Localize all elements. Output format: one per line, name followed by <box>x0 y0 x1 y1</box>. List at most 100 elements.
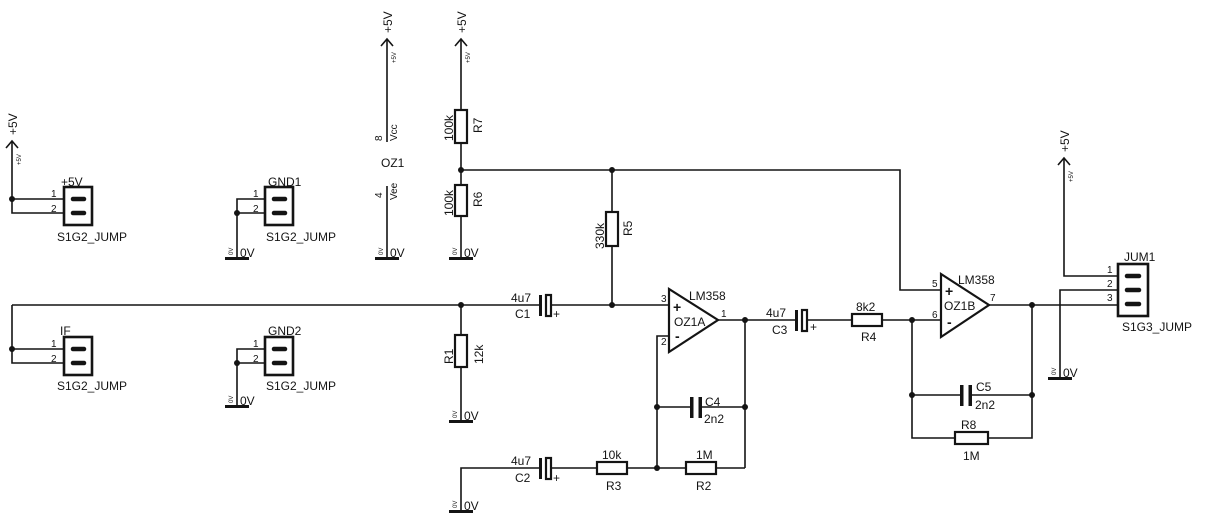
resistor-value: 12k <box>472 344 486 364</box>
junction-dot <box>909 317 915 323</box>
vcc-symbol: +5V +5V <box>380 11 398 63</box>
connector-name: +5V <box>61 175 83 189</box>
vcc-label: +5V <box>1058 130 1072 152</box>
resistor-name: R8 <box>961 418 977 432</box>
ground-label: 0V <box>464 409 479 423</box>
connector-body <box>263 335 295 377</box>
wire-gnd2-connector <box>236 348 265 405</box>
pin-number: 2 <box>253 204 259 215</box>
capacitor-value: 4u7 <box>766 306 786 320</box>
resistor-value: 100k <box>442 189 456 216</box>
connector-if: IF S1G2_JUMP 1 2 <box>51 324 127 393</box>
ground-symbol: 0V 0V <box>375 246 405 260</box>
capacitor-plate <box>795 310 798 331</box>
junction-dot <box>458 167 464 173</box>
capacitor-plate <box>960 385 964 406</box>
resistor-r8: R8 1M <box>953 418 990 463</box>
wire-c2-r3 <box>460 467 657 510</box>
resistor-r5: 330k R5 <box>593 210 635 249</box>
capacitor-name: C3 <box>772 323 788 337</box>
supply-part-name: OZ1 <box>381 156 405 170</box>
polarity-plus: + <box>553 307 560 321</box>
vcc-arrow <box>5 139 19 149</box>
junction-dot <box>742 404 748 410</box>
ground-symbol: 0V 0V <box>225 246 255 260</box>
pin-number: 2 <box>661 337 667 348</box>
ground-symbol: 0V 0V <box>449 246 479 260</box>
junction-dot <box>609 167 615 173</box>
capacitor-value: 4u7 <box>511 454 531 468</box>
ground-tag: 0V <box>229 396 235 403</box>
ground-bar <box>449 510 473 513</box>
ground-bar <box>225 257 249 260</box>
capacitor-c4: C4 2n2 <box>690 395 724 426</box>
capacitor-value: 2n2 <box>704 412 724 426</box>
resistor-r3: 10k R3 <box>595 448 629 493</box>
capacitor-name: C5 <box>976 380 992 394</box>
capacitor-c3: 4u7 C3 + <box>766 306 817 337</box>
ground-tag: 0V <box>229 248 235 255</box>
pin-number: 7 <box>990 293 996 304</box>
connector-type: S1G2_JUMP <box>57 379 127 393</box>
capacitor-plate-positive <box>544 456 553 481</box>
wire-if-connector <box>11 305 64 364</box>
ground-symbol: 0V 0V <box>225 394 255 408</box>
wire-bias-bus <box>461 169 941 291</box>
vcc-symbol: +5V +5V <box>5 113 23 165</box>
junction-dot <box>654 465 660 471</box>
junctions <box>9 167 1035 471</box>
resistor-value: 1M <box>963 449 980 463</box>
opamp-minus-sign: - <box>675 328 680 344</box>
opamp-name: OZ1B <box>944 299 975 313</box>
resistor-value: 100k <box>442 114 456 141</box>
junction-dot <box>9 346 15 352</box>
vcc-symbol: +5V +5V <box>1057 130 1075 182</box>
junction-dot <box>234 360 240 366</box>
connector-body <box>62 185 94 227</box>
junction-dot <box>1029 302 1035 308</box>
opamp-body <box>939 271 992 340</box>
supply-pin-name: Vcc <box>389 124 400 141</box>
junction-dot <box>609 302 615 308</box>
connector-gnd2: GND2 S1G2_JUMP 1 2 <box>253 324 336 393</box>
vcc-tag: +5V <box>17 154 23 165</box>
opamp-part: LM358 <box>958 273 995 287</box>
resistor-body <box>453 333 469 369</box>
connector-body <box>62 335 94 377</box>
ground-label: 0V <box>240 246 255 260</box>
ground-symbol: 0V 0V <box>449 409 479 423</box>
vcc-tag: +5V <box>392 52 398 63</box>
resistor-r7: 100k R7 <box>442 108 485 145</box>
capacitor-value: 2n2 <box>975 398 995 412</box>
ground-symbol: 0V 0V <box>1048 366 1078 380</box>
pin-number: 3 <box>1107 293 1113 304</box>
connector-type: S1G3_JUMP <box>1122 320 1192 334</box>
resistor-value: 330k <box>593 222 607 249</box>
ground-tag: 0V <box>453 411 459 418</box>
supply-pin-number: 4 <box>374 192 385 198</box>
vcc-arrow <box>380 37 394 47</box>
resistor-body <box>684 460 718 476</box>
resistor-name: R5 <box>621 220 635 236</box>
ground-bar <box>375 257 399 260</box>
ground-tag: 0V <box>453 501 459 508</box>
ground-label: 0V <box>1063 366 1078 380</box>
capacitor-name: C2 <box>515 471 531 485</box>
junction-dot <box>909 392 915 398</box>
ground-bar <box>225 405 249 408</box>
opamp-plus-sign: + <box>945 283 953 299</box>
wire-oz1a-inverting <box>656 335 669 468</box>
ground-symbol: 0V 0V <box>449 499 479 513</box>
resistor-body <box>453 108 469 145</box>
ground-label: 0V <box>464 499 479 513</box>
pin-number: 1 <box>1107 265 1113 276</box>
vcc-label: +5V <box>381 11 395 33</box>
vcc-arrow <box>454 37 468 47</box>
resistor-name: R4 <box>861 330 877 344</box>
ground-tag: 0V <box>379 248 385 255</box>
ground-label: 0V <box>390 246 405 260</box>
pin-number: 1 <box>721 309 727 320</box>
resistor-name: R3 <box>606 479 622 493</box>
resistor-value: 10k <box>602 448 622 462</box>
junction-dot <box>1029 392 1035 398</box>
